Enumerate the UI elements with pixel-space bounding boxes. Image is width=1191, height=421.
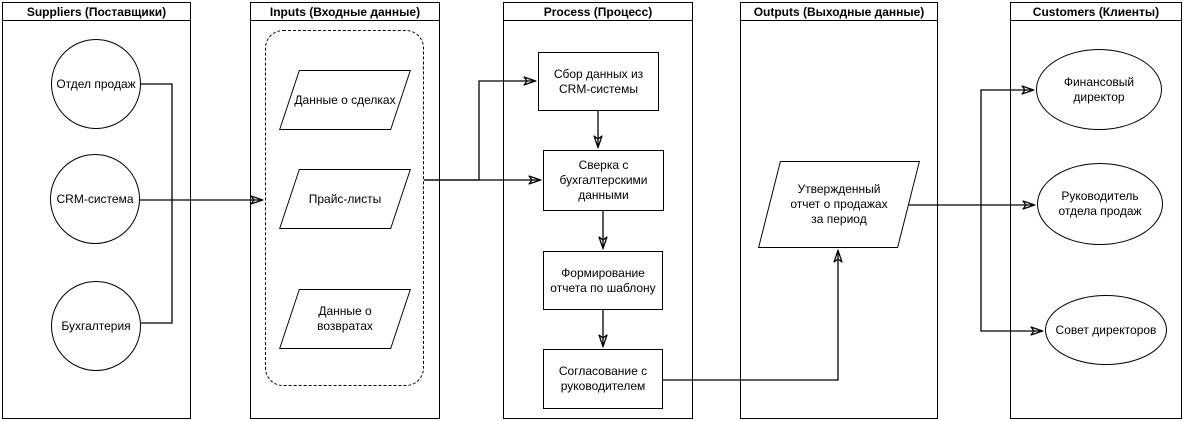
- column-header-customers: Customers (Клиенты): [1011, 3, 1181, 21]
- customer-cfo-node: Финансовый директор: [1036, 49, 1162, 130]
- input-deals-data-node: Данные о сделках: [279, 70, 411, 130]
- process-collect-crm-data-label: Сбор данных из CRM-системы: [553, 66, 644, 96]
- column-header-process: Process (Процесс): [504, 3, 692, 21]
- supplier-crm-system-label: CRM-система: [56, 191, 134, 206]
- process-collect-crm-data-node: Сбор данных из CRM-системы: [538, 52, 659, 111]
- parallelogram-shape: [279, 289, 411, 349]
- input-price-lists-node: Прайс-листы: [279, 169, 411, 229]
- input-returns-data-node: Данные о возвратах: [279, 289, 411, 349]
- customer-board-label: Совет директоров: [1055, 322, 1157, 337]
- parallelogram-shape: [279, 169, 411, 229]
- process-form-report-node: Формирование отчета по шаблону: [543, 251, 663, 310]
- customer-cfo-label: Финансовый директор: [1063, 74, 1135, 104]
- column-header-inputs: Inputs (Входные данные): [251, 3, 439, 21]
- column-header-outputs: Outputs (Выходные данные): [741, 3, 937, 21]
- process-verify-accounting-node: Сверка с бухгалтерскими данными: [543, 150, 664, 211]
- customer-sales-head-label: Руководитель отдела продаж: [1058, 189, 1142, 218]
- process-verify-accounting-label: Сверка с бухгалтерскими данными: [559, 158, 648, 202]
- parallelogram-shape: [279, 70, 411, 130]
- supplier-crm-system-node: CRM-система: [50, 154, 140, 244]
- supplier-sales-dept-node: Отдел продаж: [51, 39, 141, 129]
- supplier-sales-dept-label: Отдел продаж: [56, 76, 136, 91]
- customer-board-node: Совет директоров: [1045, 295, 1167, 365]
- process-approve-with-manager-label: Согласование с руководителем: [558, 364, 648, 393]
- column-header-suppliers: Suppliers (Поставщики): [3, 3, 190, 21]
- process-approve-with-manager-node: Согласование с руководителем: [543, 349, 663, 409]
- supplier-accounting-node: Бухгалтерия: [51, 281, 141, 371]
- parallelogram-shape: [757, 161, 921, 248]
- customer-sales-head-node: Руководитель отдела продаж: [1037, 163, 1163, 245]
- output-approved-report-node: Утвержденный отчет о продажах за период: [757, 161, 921, 248]
- process-form-report-label: Формирование отчета по шаблону: [550, 265, 656, 295]
- supplier-accounting-label: Бухгалтерия: [61, 318, 131, 333]
